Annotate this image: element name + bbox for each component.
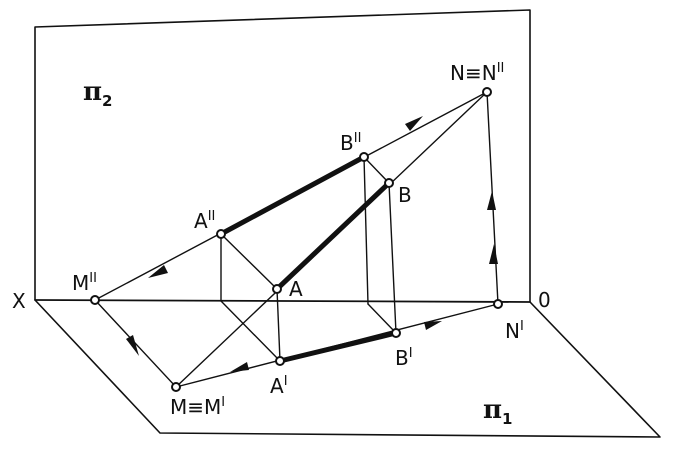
label-B: B: [398, 183, 412, 207]
label-A1: AI: [270, 374, 288, 398]
frontal-plane-outline: [34, 9, 531, 302]
b-link-4: [367, 303, 397, 334]
a-link-4: [220, 300, 281, 362]
arrow-7: [489, 244, 498, 264]
segment-a-b: [274, 180, 392, 292]
point-B: [384, 178, 394, 188]
segment-a1-b1: [277, 330, 399, 364]
arrow-5: [424, 321, 442, 330]
point-M2: [90, 295, 100, 305]
label-A: A: [289, 277, 303, 301]
b-link-3: [388, 182, 397, 334]
label-B2: BII: [340, 131, 361, 155]
a-link-1: [220, 233, 278, 290]
point-M: [171, 382, 181, 392]
label-pi1: π1: [483, 395, 512, 428]
b-link-2: [363, 156, 369, 305]
label-B1: BI: [395, 346, 413, 370]
point-A2: [216, 229, 226, 239]
label-M: M≡MI: [170, 395, 225, 419]
label-N2: N≡NII: [450, 61, 504, 85]
arrow-6: [487, 191, 496, 210]
label-x: X: [12, 289, 26, 313]
m-connector: [94, 299, 177, 388]
arrow-1: [148, 265, 168, 278]
x-axis: [34, 299, 531, 303]
label-M2: MII: [72, 271, 97, 295]
point-B2: [359, 152, 369, 162]
arrow-2: [405, 116, 423, 131]
arrow-4: [230, 362, 249, 372]
point-A1: [275, 356, 285, 366]
arrow-3: [126, 335, 139, 356]
segment-a2-b2: [218, 154, 367, 237]
point-N2: [482, 87, 492, 97]
point-N1: [493, 299, 503, 309]
b-link-1: [363, 156, 390, 184]
horizontal-plane-outline: [34, 299, 661, 438]
point-B1: [391, 328, 401, 338]
label-N1: NI: [505, 319, 524, 343]
label-A2: AII: [194, 209, 215, 233]
point-A: [272, 284, 282, 294]
label-pi2: π2: [83, 77, 112, 110]
a-link-3: [276, 288, 281, 362]
label-origin: 0: [538, 288, 551, 312]
